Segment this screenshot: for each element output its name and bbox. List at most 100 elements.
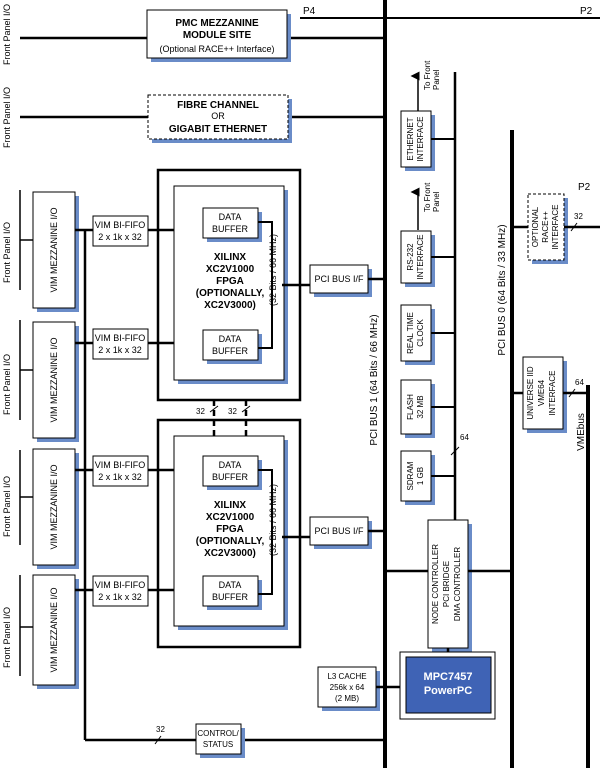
pci-bus-if-box-2 <box>309 516 369 546</box>
optional-race-l1: OPTIONAL <box>531 206 540 247</box>
front-panel-lines <box>19 190 34 676</box>
pci-bus-if-box-1 <box>309 264 369 294</box>
data-buffer-box-1 <box>202 207 259 239</box>
vim-mezzanine-box-3 <box>32 448 76 566</box>
ethernet-l1: ETHERNET <box>406 117 415 160</box>
vim-mezzanine-label-3: VIM MEZZANINE I/O <box>49 464 59 549</box>
to-front-panel-1-l1: To Front <box>423 60 432 90</box>
optional-race-l3: INTERFACE <box>551 205 560 250</box>
fibre-1: FIBRE CHANNEL <box>177 100 259 111</box>
p2-top-label: P2 <box>580 6 593 17</box>
to-front-panel-2-l1: To Front <box>423 182 432 212</box>
data-buffer-2-l1: DATA <box>219 334 242 344</box>
bw-32-inter-1: 32 <box>196 407 205 416</box>
fibre-2: OR <box>211 111 225 121</box>
node-controller-box <box>427 519 469 649</box>
optional-race-l2: RACE++ <box>541 211 550 243</box>
pci-bus0-label: PCI BUS 0 (64 Bits / 33 MHz) <box>497 224 508 355</box>
bw-32-control: 32 <box>156 725 165 734</box>
front-panel-label-3: Front Panel I/O <box>2 222 12 283</box>
data-buffer-3-l1: DATA <box>219 460 242 470</box>
node-controller-l3: DMA CONTROLLER <box>453 547 462 621</box>
fpga-2-l4: (OPTIONALLY, <box>196 536 265 547</box>
data-buffer-1-l2: BUFFER <box>212 224 249 234</box>
front-panel-labels: Front Panel I/O Front Panel I/O Front Pa… <box>2 4 12 668</box>
front-panel-label-4: Front Panel I/O <box>2 354 12 415</box>
control-status-l2: STATUS <box>203 740 233 749</box>
vim-mezzanine-label-1: VIM MEZZANINE I/O <box>49 207 59 292</box>
fpga-2-l3: FPGA <box>216 524 244 535</box>
data-buffer-box-3 <box>202 455 259 487</box>
bw-64-sdram: 64 <box>460 433 469 442</box>
front-panel-label-2: Front Panel I/O <box>2 87 12 148</box>
universe-l1: UNIVERSE IID <box>526 366 535 420</box>
pmc-mezzanine-box <box>146 9 288 59</box>
data-buffer-4-l1: DATA <box>219 580 242 590</box>
l3-cache-l2: 256k x 64 <box>330 683 365 692</box>
rtc-l1: REAL TIME <box>406 312 415 354</box>
flash-box <box>400 379 432 435</box>
flash-l1: FLASH <box>406 394 415 420</box>
mpc-l1: MPC7457 <box>424 671 473 683</box>
fibre-3: GIGABIT ETHERNET <box>169 124 267 135</box>
sdram-l1: SDRAM <box>406 461 415 490</box>
fpga-1-l3: FPGA <box>216 276 244 287</box>
vim-mezzanine-box-4 <box>32 574 76 686</box>
vim-mezzanine-group: VIM MEZZANINE I/O VIM MEZZANINE I/O VIM … <box>32 191 79 689</box>
sdram-l2: 1 GB <box>416 467 425 485</box>
fpga-1-l5: XC2V3000) <box>204 300 256 311</box>
fpga-1-l4: (OPTIONALLY, <box>196 288 265 299</box>
vim-mezzanine-label-4: VIM MEZZANINE I/O <box>49 587 59 672</box>
pci-bus-if-label-2: PCI BUS I/F <box>314 526 364 536</box>
bw-64-vme: 64 <box>575 378 584 387</box>
data-buffer-1-l1: DATA <box>219 212 242 222</box>
bififo-3-l1: VIM BI-FIFO <box>95 460 146 470</box>
bififo-1-l1: VIM BI-FIFO <box>95 220 146 230</box>
rtc-l2: CLOCK <box>416 319 425 347</box>
flash-l2: 32 MB <box>416 395 425 418</box>
to-front-panel-2-l2: Panel <box>432 191 441 212</box>
pmc-subtitle: (Optional RACE++ Interface) <box>159 44 274 54</box>
fpga-2-l2: XC2V1000 <box>206 512 255 523</box>
fpga-2-l1: XILINX <box>214 500 247 511</box>
rs232-l1: RS-232 <box>406 243 415 271</box>
l3-cache-l1: L3 CACHE <box>327 672 366 681</box>
universe-l3: INTERFACE <box>548 371 557 416</box>
l3-cache-l3: (2 MB) <box>335 694 359 703</box>
mpc-l2: PowerPC <box>424 685 472 697</box>
vim-mezzanine-box-1 <box>32 191 76 309</box>
pmc-title-1: PMC MEZZANINE <box>175 18 259 29</box>
pci-bus1-label: PCI BUS 1 (64 Bits / 66 MHz) <box>369 314 380 445</box>
fpga-outer-frame-2 <box>156 418 302 649</box>
control-status-l1: CONTROL/ <box>197 729 239 738</box>
data-buffer-box-2 <box>202 329 259 361</box>
bw-32-race: 32 <box>574 212 583 221</box>
vim-mezzanine-box-2 <box>32 321 76 439</box>
fpga-2-l5: XC2V3000) <box>204 548 256 559</box>
bififo-3-l2: 2 x 1k x 32 <box>98 472 142 482</box>
universe-vme64-box <box>522 356 564 430</box>
node-controller-l2: PCI BRIDGE <box>442 561 451 607</box>
data-buffer-4-l2: BUFFER <box>212 592 249 602</box>
control-status-box <box>195 723 242 755</box>
bififo-4-l1: VIM BI-FIFO <box>95 580 146 590</box>
node-controller-l1: NODE CONTROLLER <box>431 544 440 624</box>
p4-label: P4 <box>303 6 316 17</box>
data-buffer-2-l2: BUFFER <box>212 346 249 356</box>
optional-race-box <box>527 193 565 261</box>
bififo-group: VIM BI-FIFO 2 x 1k x 32 VIM BI-FIFO 2 x … <box>92 215 149 607</box>
fibre-channel-box <box>147 94 289 140</box>
pmc-title-2: MODULE SITE <box>183 30 252 41</box>
vmebus-label: VMEbus <box>576 413 587 451</box>
front-panel-label-6: Front Panel I/O <box>2 607 12 668</box>
bififo-2-l2: 2 x 1k x 32 <box>98 345 142 355</box>
bififo-1-l2: 2 x 1k x 32 <box>98 232 142 242</box>
data-buffer-3-l2: BUFFER <box>212 472 249 482</box>
to-front-panel-1-l2: Panel <box>432 69 441 90</box>
bififo-4-l2: 2 x 1k x 32 <box>98 592 142 602</box>
bw-32-inter-2: 32 <box>228 407 237 416</box>
front-panel-label-1: Front Panel I/O <box>2 4 12 65</box>
front-panel-label-5: Front Panel I/O <box>2 476 12 537</box>
data-buffer-box-4 <box>202 575 259 607</box>
